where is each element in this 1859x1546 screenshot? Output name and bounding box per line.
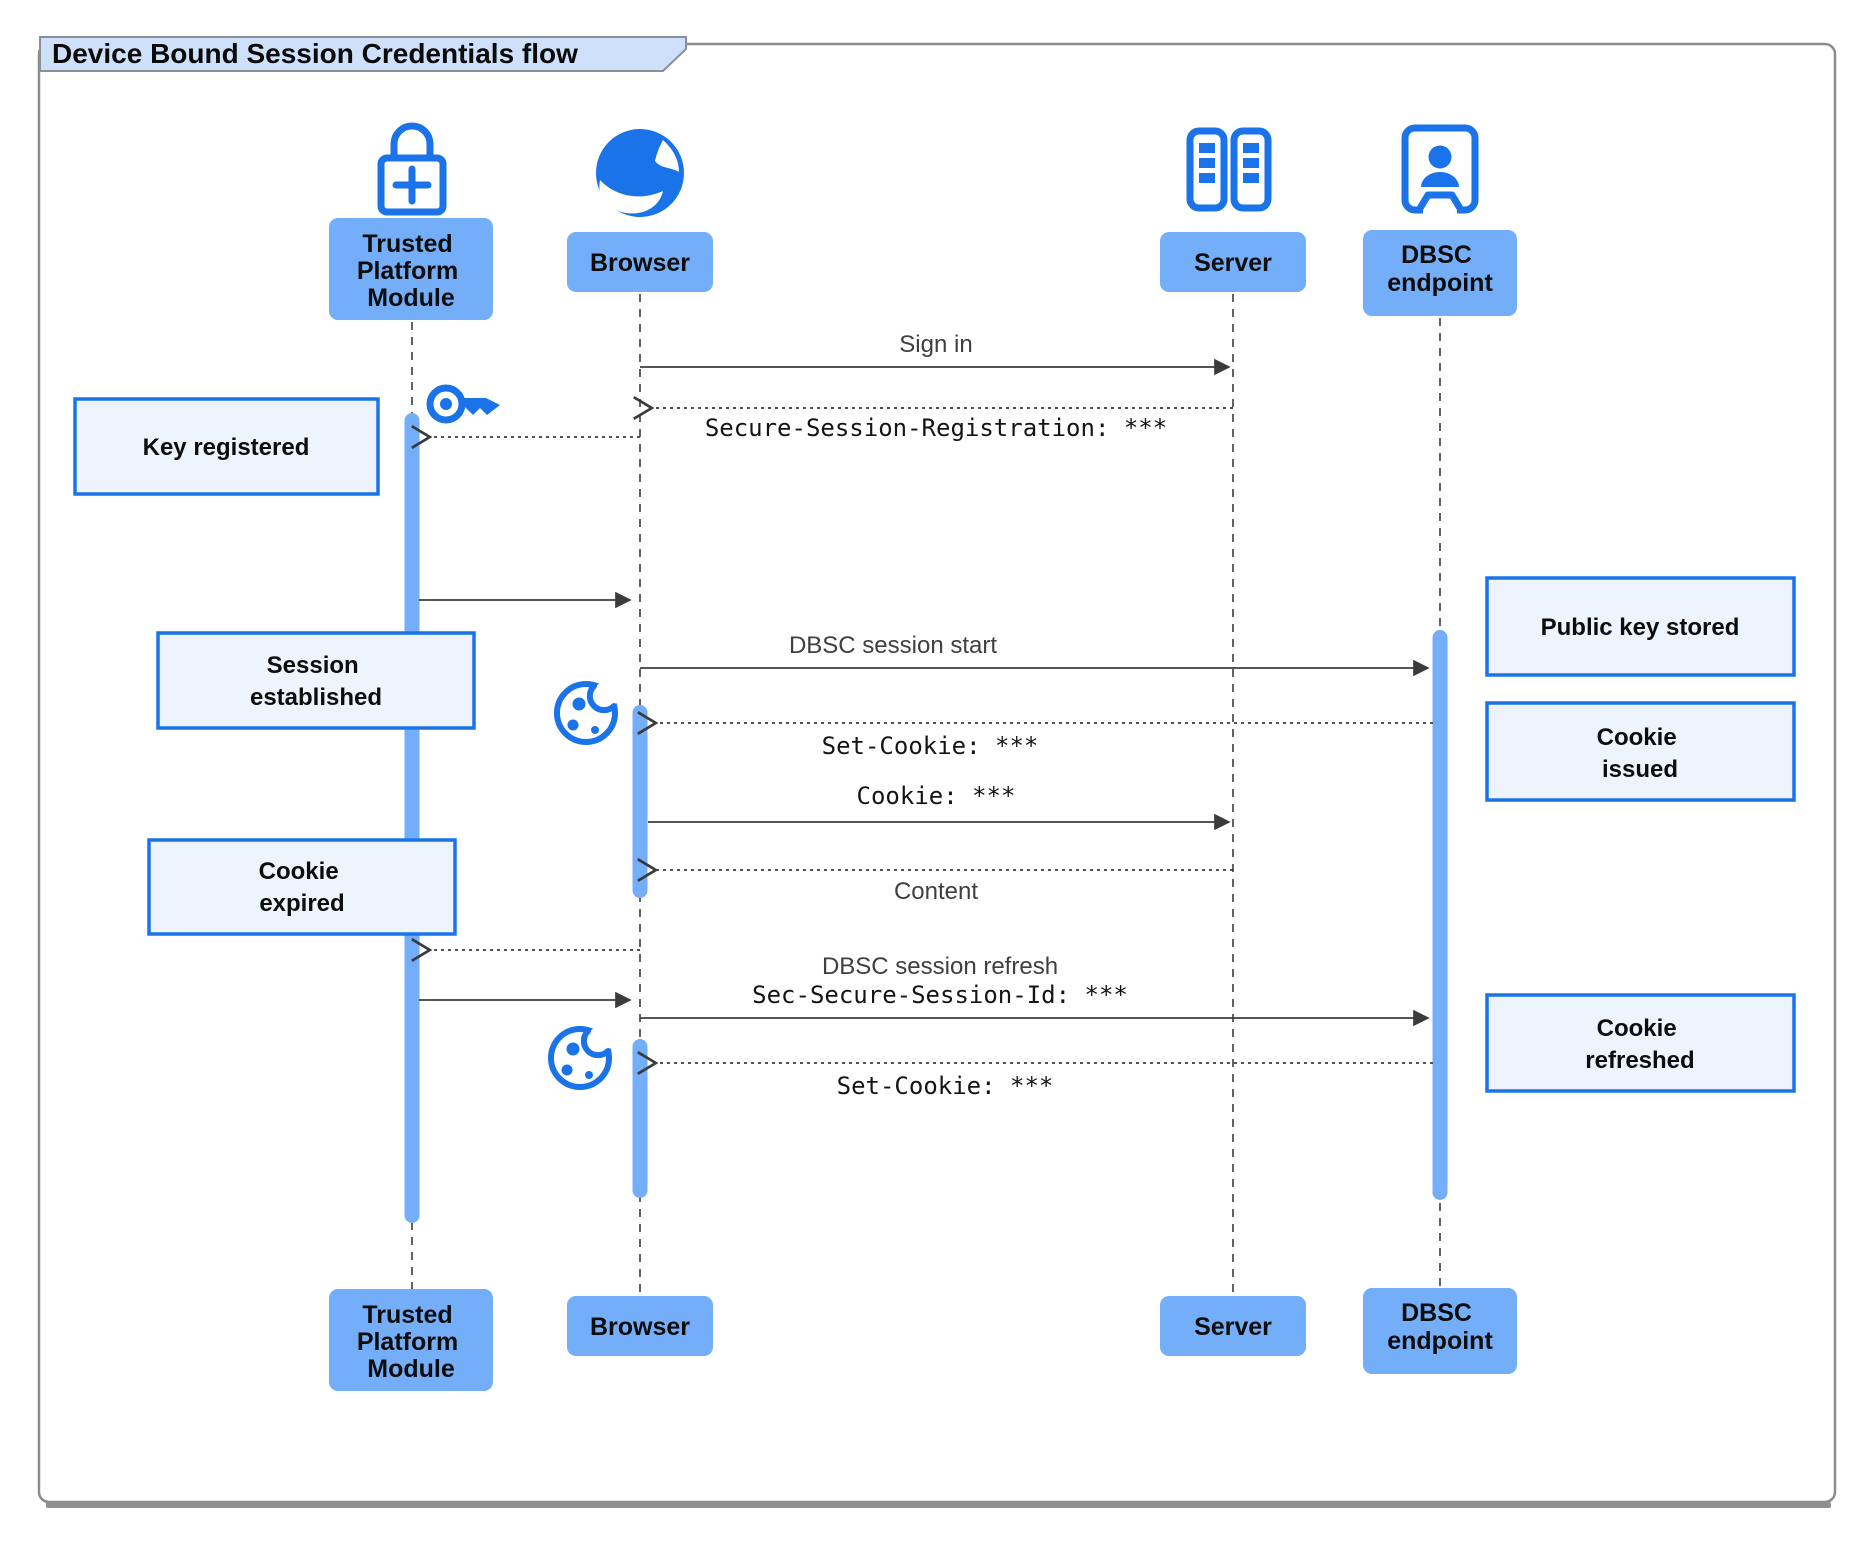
participant-box	[1160, 1296, 1306, 1356]
note-session-established: Session established	[156, 631, 476, 730]
participant-bottom-browser: Browser	[567, 1296, 713, 1356]
title-tab: Device Bound Session Credentials flow	[39, 36, 687, 72]
participant-box	[1363, 1288, 1517, 1374]
message-content: Content	[637, 858, 1233, 905]
person-door-icon	[1401, 124, 1479, 215]
message-dbsc-session-refresh: DBSC session refresh Sec-Secure-Session-…	[640, 953, 1430, 1027]
participant-label: Server	[1194, 1313, 1272, 1341]
activation-bar-tpm	[404, 413, 420, 1223]
participant-box	[1363, 230, 1517, 316]
message-label: Set-Cookie: ***	[837, 1072, 1054, 1100]
note-public-key-stored: Public key stored	[1485, 576, 1796, 677]
note-label: Cookie expired	[259, 858, 346, 917]
message-label: Sign in	[899, 331, 972, 358]
cookie-icon	[551, 1026, 614, 1087]
message-label: DBSC session refresh	[822, 953, 1058, 980]
lock-plus-icon	[377, 122, 447, 216]
server-rack-icon	[1186, 127, 1272, 212]
note-cookie-refreshed: Cookie refreshed	[1485, 993, 1796, 1093]
participant-top-tpm: Trusted Platform Module	[329, 122, 493, 320]
activation-bar-browser-1	[632, 705, 648, 898]
participant-box	[329, 1289, 493, 1391]
message-sign-in: Sign in	[640, 331, 1231, 376]
participant-label: Trusted Platform Module	[357, 1301, 465, 1383]
title-tab-shape	[39, 36, 687, 72]
participant-label: DBSC endpoint	[1387, 241, 1493, 297]
message-cookie: Cookie: ***	[648, 782, 1231, 831]
message-secure-session-registration: Secure-Session-Registration: ***	[633, 396, 1233, 442]
participant-label: Server	[1194, 249, 1272, 277]
message-label: DBSC session start	[789, 632, 997, 659]
note-label: Public key stored	[1541, 614, 1740, 641]
diagram-title: Device Bound Session Credentials flow	[52, 38, 578, 69]
note-box	[147, 838, 457, 936]
message-label: Secure-Session-Registration: ***	[705, 414, 1167, 442]
participant-box	[567, 232, 713, 292]
participant-box	[329, 218, 493, 320]
note-label: Session established	[250, 652, 382, 711]
participant-bottom-dbsc: DBSC endpoint	[1363, 1288, 1517, 1374]
activation-bar-browser-2	[632, 1039, 648, 1198]
participant-top-dbsc: DBSC endpoint	[1363, 124, 1517, 316]
note-box	[1485, 701, 1796, 802]
participant-label: Browser	[590, 249, 690, 277]
activation-bar-dbsc	[1432, 630, 1448, 1200]
participant-label: DBSC endpoint	[1387, 1299, 1493, 1355]
key-icon	[426, 384, 500, 424]
message-set-cookie-1: Set-Cookie: ***	[557, 681, 1433, 760]
note-box	[73, 397, 380, 496]
note-cookie-expired: Cookie expired	[147, 838, 457, 936]
cookie-icon	[557, 681, 620, 742]
note-cookie-issued: Cookie issued	[1485, 701, 1796, 802]
message-dbsc-session-start: DBSC session start	[640, 632, 1430, 677]
note-label: Cookie issued	[1597, 724, 1684, 783]
participant-top-browser: Browser	[567, 129, 713, 292]
note-box	[1485, 576, 1796, 677]
globe-icon	[596, 129, 684, 217]
participant-top-server: Server	[1160, 127, 1306, 292]
participant-label: Browser	[590, 1313, 690, 1341]
note-key-registered: Key registered	[73, 397, 380, 496]
message-label: Set-Cookie: ***	[822, 732, 1039, 760]
note-box	[1485, 993, 1796, 1093]
frame-bottom-shadow	[46, 1502, 1831, 1508]
participant-bottom-server: Server	[1160, 1296, 1306, 1356]
note-label: Cookie refreshed	[1585, 1015, 1694, 1074]
message-set-cookie-2: Set-Cookie: ***	[551, 1026, 1433, 1100]
message-label-2: Sec-Secure-Session-Id: ***	[752, 981, 1128, 1009]
note-label: Key registered	[143, 434, 310, 461]
participant-bottom-tpm: Trusted Platform Module	[329, 1289, 493, 1391]
participant-box	[567, 1296, 713, 1356]
note-box	[156, 631, 476, 730]
participant-label: Trusted Platform Module	[357, 230, 465, 312]
message-label: Cookie: ***	[857, 782, 1016, 810]
message-label: Content	[894, 878, 978, 905]
participant-box	[1160, 232, 1306, 292]
message-browser-to-tpm-register	[411, 384, 640, 449]
